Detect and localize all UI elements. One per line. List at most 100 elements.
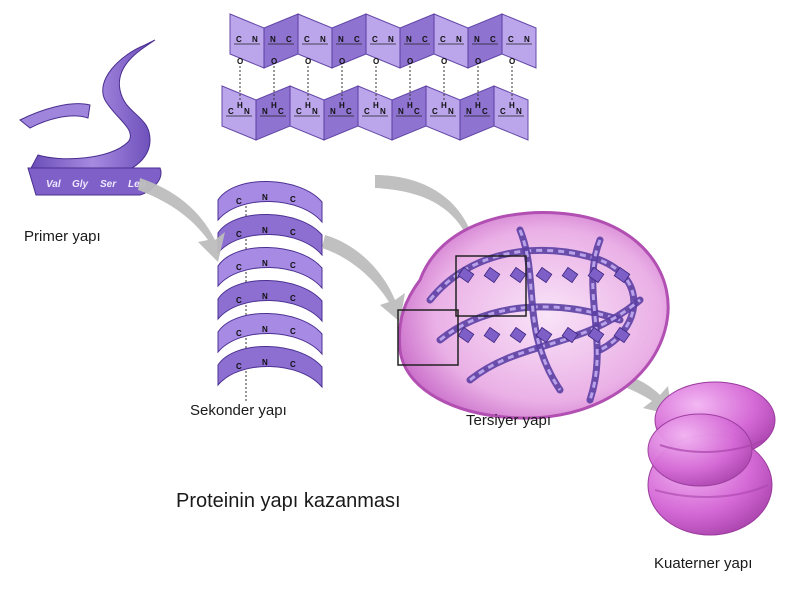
beta-atom: N	[398, 107, 404, 116]
beta-atom: C	[354, 35, 360, 44]
label-primary-structure: Primer yapı	[24, 228, 101, 245]
tertiary-coil-highlight	[469, 298, 641, 382]
amino-acid-val: Val	[46, 179, 61, 190]
beta-atom: N	[262, 107, 268, 116]
tertiary-coil-highlight	[428, 248, 636, 352]
beta-atom: C	[296, 107, 302, 116]
helix-atom: N	[262, 259, 268, 268]
beta-atom: C	[372, 35, 378, 44]
helix-atom: C	[290, 228, 296, 237]
beta-atom: C	[304, 35, 310, 44]
helix-atom: C	[236, 230, 242, 239]
beta-atom: N	[244, 107, 250, 116]
beta-atom: O	[237, 57, 243, 66]
tertiary-pleat	[561, 326, 579, 344]
beta-atom: N	[466, 107, 472, 116]
tertiary-pleat	[613, 266, 631, 284]
quaternary-structure-illustration	[647, 381, 776, 536]
beta-atom: C	[286, 35, 292, 44]
beta-atom: N	[456, 35, 462, 44]
beta-atom: C	[364, 107, 370, 116]
tertiary-pleat	[535, 266, 553, 284]
label-tertiary-structure: Tersiyer yapı	[466, 412, 552, 429]
helix-atom: C	[290, 195, 296, 204]
helix-turn	[217, 280, 323, 323]
helix-atom: N	[262, 292, 268, 301]
beta-atom: N	[448, 107, 454, 116]
helix-atom: C	[290, 294, 296, 303]
beta-atom: H	[475, 101, 481, 110]
beta-atom: H	[305, 101, 311, 110]
helix-atom: N	[262, 358, 268, 367]
tertiary-pleat	[457, 326, 475, 344]
amino-acid-leu: Leu	[128, 179, 146, 190]
beta-atom: N	[380, 107, 386, 116]
helix-atom: C	[236, 362, 242, 371]
diagram-caption: Proteinin yapı kazanması	[176, 490, 401, 512]
beta-atom: N	[270, 35, 276, 44]
helix-atom: C	[236, 197, 242, 206]
tertiary-pleat	[561, 266, 579, 284]
beta-atom: C	[236, 35, 242, 44]
beta-atom: C	[508, 35, 514, 44]
helix-turn	[217, 313, 323, 356]
beta-atom: C	[432, 107, 438, 116]
tertiary-structure-illustration	[397, 211, 670, 420]
helix-atom: C	[290, 360, 296, 369]
beta-atom: N	[388, 35, 394, 44]
beta-atom: H	[441, 101, 447, 110]
helix-turn	[217, 247, 323, 290]
beta-atom: O	[509, 57, 515, 66]
highlight-box-sheet	[455, 255, 527, 317]
arrow-secondary-to-tertiary	[322, 235, 405, 322]
beta-atom: O	[305, 57, 311, 66]
beta-atom: N	[252, 35, 258, 44]
helix-atom: N	[262, 325, 268, 334]
tertiary-pleat	[457, 266, 475, 284]
beta-atom: C	[440, 35, 446, 44]
beta-atom: O	[475, 57, 481, 66]
beta-atom: O	[441, 57, 447, 66]
beta-atom: C	[228, 107, 234, 116]
tertiary-pleat	[613, 326, 631, 344]
beta-atom: C	[278, 107, 284, 116]
beta-atom: N	[474, 35, 480, 44]
arrow-primary-to-secondary	[138, 178, 225, 262]
helix-turn	[217, 214, 323, 257]
beta-atom: N	[330, 107, 336, 116]
beta-atom: H	[509, 101, 515, 110]
beta-atom: C	[422, 35, 428, 44]
beta-atom: O	[271, 57, 277, 66]
tertiary-pleat	[483, 266, 501, 284]
label-quaternary-structure: Kuaterner yapı	[654, 555, 753, 572]
tertiary-pleat	[483, 326, 501, 344]
beta-atom: H	[271, 101, 277, 110]
beta-atom: H	[237, 101, 243, 110]
tertiary-pleat	[509, 326, 527, 344]
amino-acid-ser: Ser	[100, 179, 117, 190]
beta-atom: N	[320, 35, 326, 44]
helix-atom: C	[290, 327, 296, 336]
helix-atom: C	[290, 261, 296, 270]
amino-acid-gly: Gly	[72, 179, 89, 190]
beta-atom: C	[414, 107, 420, 116]
beta-atom: N	[516, 107, 522, 116]
tertiary-pleat	[587, 326, 605, 344]
helix-atom: N	[262, 226, 268, 235]
beta-atom: N	[406, 35, 412, 44]
beta-atom: O	[407, 57, 413, 66]
beta-atom: C	[346, 107, 352, 116]
beta-atom: O	[373, 57, 379, 66]
beta-atom: N	[524, 35, 530, 44]
tertiary-coils	[426, 226, 644, 404]
helix-turn	[217, 346, 323, 389]
tertiary-coil-highlight	[588, 239, 602, 401]
helix-turn	[217, 181, 323, 224]
beta-atom: H	[407, 101, 413, 110]
